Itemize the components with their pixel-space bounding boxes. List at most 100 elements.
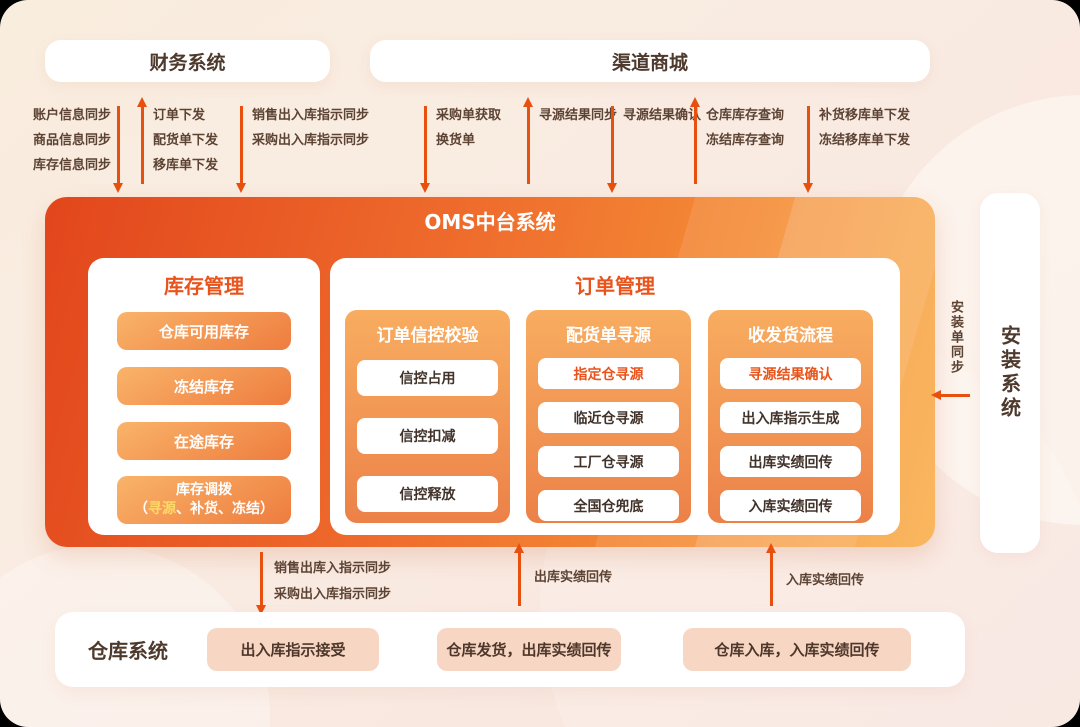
arrow-down-icon bbox=[803, 106, 813, 193]
finance-system-box: 财务系统 bbox=[45, 40, 330, 82]
io-instruction-generate-item: 出入库指示生成 bbox=[720, 402, 861, 433]
item-label: 临近仓寻源 bbox=[573, 410, 644, 427]
designated-warehouse-sourcing-item: 指定仓寻源 bbox=[538, 358, 679, 389]
item-label: 仓库入库，入库实绩回传 bbox=[714, 641, 880, 659]
flow-labels-purchase-order: 采购单获取 换货单 bbox=[436, 103, 501, 153]
arrow-up-icon bbox=[690, 97, 700, 184]
flow-label: 销售出库入指示同步 bbox=[274, 561, 392, 576]
factory-warehouse-sourcing-item: 工厂仓寻源 bbox=[538, 446, 679, 477]
nearby-warehouse-sourcing-item: 临近仓寻源 bbox=[538, 402, 679, 433]
shipping-receiving-title: 收发货流程 bbox=[748, 326, 833, 346]
credit-occupy-item: 信控占用 bbox=[357, 360, 498, 396]
flow-labels-outbound-result: 出库实绩回传 bbox=[534, 565, 612, 590]
text: 、补货、冻结） bbox=[176, 501, 274, 517]
arrow-up-icon bbox=[523, 97, 533, 184]
inventory-item-label: 仓库可用库存 bbox=[158, 322, 249, 341]
item-label: 指定仓寻源 bbox=[573, 366, 644, 383]
inventory-item-stock-transfer: 库存调拨 （寻源、补货、冻结） bbox=[117, 476, 291, 524]
item-label: 信控占用 bbox=[399, 371, 456, 387]
flow-label: 换货单 bbox=[436, 133, 476, 148]
shipping-receiving-column: 收发货流程 寻源结果确认 出入库指示生成 出库实绩回传 入库实绩回传 bbox=[708, 310, 873, 523]
warehouse-system-box: 仓库系统 出入库指示接受 仓库发货，出库实绩回传 仓库入库，入库实绩回传 bbox=[55, 612, 965, 687]
install-order-sync-label: 安装单同步 bbox=[948, 300, 963, 375]
allocation-sourcing-column: 配货单寻源 指定仓寻源 临近仓寻源 工厂仓寻源 全国仓兜底 bbox=[526, 310, 691, 523]
flow-label: 库存信息同步 bbox=[33, 158, 112, 173]
item-label: 寻源结果确认 bbox=[748, 366, 833, 383]
credit-check-column: 订单信控校验 信控占用 信控扣减 信控释放 bbox=[345, 310, 510, 523]
flow-label: 采购单获取 bbox=[436, 108, 502, 123]
sourcing-result-confirm-item: 寻源结果确认 bbox=[720, 358, 861, 389]
inventory-item-label: 在途库存 bbox=[173, 432, 234, 451]
allocation-sourcing-title: 配货单寻源 bbox=[566, 326, 651, 346]
item-label: 出入库指示接受 bbox=[240, 641, 346, 659]
flow-label: 账户信息同步 bbox=[33, 108, 112, 123]
highlighted-text: 寻源 bbox=[148, 501, 176, 517]
order-management-panel: 订单管理 订单信控校验 信控占用 信控扣减 信控释放 配货单寻源 指定仓寻源 临… bbox=[330, 258, 900, 535]
arrow-up-icon bbox=[137, 97, 147, 184]
oms-platform-box: OMS中台系统 库存管理 仓库可用库存 冻结库存 在途库存 库存调拨 （寻源、补… bbox=[45, 197, 935, 547]
item-label: 出入库指示生成 bbox=[741, 410, 840, 427]
credit-check-title: 订单信控校验 bbox=[376, 326, 479, 346]
item-label: 出库实绩回传 bbox=[748, 454, 833, 471]
warehouse-system-title: 仓库系统 bbox=[88, 639, 168, 663]
item-label: 入库实绩回传 bbox=[748, 498, 833, 515]
flow-label: 商品信息同步 bbox=[33, 133, 112, 148]
item-label: 仓库发货，出库实绩回传 bbox=[446, 641, 612, 659]
inventory-item-frozen-stock: 冻结库存 bbox=[117, 367, 291, 405]
item-label: 信控扣减 bbox=[399, 429, 456, 445]
io-instruction-accept-item: 出入库指示接受 bbox=[207, 628, 379, 671]
flow-label: 冻结移库单下发 bbox=[819, 133, 911, 148]
inventory-item-label: 库存调拨 bbox=[176, 482, 232, 498]
inventory-management-panel: 库存管理 仓库可用库存 冻结库存 在途库存 库存调拨 （寻源、补货、冻结） bbox=[88, 258, 320, 535]
national-warehouse-fallback-item: 全国仓兜底 bbox=[538, 490, 679, 521]
flow-label: 出库实绩回传 bbox=[534, 570, 613, 585]
arrow-up-icon bbox=[514, 543, 524, 606]
oms-title: OMS中台系统 bbox=[424, 210, 556, 234]
arrow-down-icon bbox=[236, 106, 246, 193]
item-label: 信控释放 bbox=[399, 487, 456, 503]
channel-mall-box: 渠道商城 bbox=[370, 40, 930, 82]
arrow-down-icon bbox=[113, 106, 123, 193]
warehouse-receive-item: 仓库入库，入库实绩回传 bbox=[683, 628, 911, 671]
flow-label: 冻结库存查询 bbox=[706, 133, 785, 148]
credit-release-item: 信控释放 bbox=[357, 476, 498, 512]
arrow-up-icon bbox=[766, 543, 776, 606]
flow-label: 仓库库存查询 bbox=[706, 108, 785, 123]
credit-deduct-item: 信控扣减 bbox=[357, 418, 498, 454]
flow-label: 寻源结果确认 bbox=[623, 108, 702, 123]
arrow-down-icon bbox=[607, 106, 617, 193]
flow-label: 配货单下发 bbox=[153, 133, 219, 148]
inventory-item-in-transit-stock: 在途库存 bbox=[117, 422, 291, 460]
flow-labels-io-instruction-sync: 销售出入库指示同步 采购出入库指示同步 bbox=[252, 103, 369, 153]
arrow-left-icon bbox=[931, 390, 970, 400]
install-system-box: 安装系统 bbox=[980, 193, 1040, 553]
text: （ bbox=[134, 501, 148, 517]
flow-labels-sourcing-result-confirm: 寻源结果确认 bbox=[623, 103, 701, 128]
flow-labels-warehouse-instruction-sync: 销售出库入指示同步 采购出入库指示同步 bbox=[274, 556, 391, 608]
order-panel-title: 订单管理 bbox=[575, 274, 655, 298]
arrow-down-icon bbox=[256, 552, 266, 615]
inventory-item-available-stock: 仓库可用库存 bbox=[117, 312, 291, 350]
flow-labels-order-dispatch: 订单下发 配货单下发 移库单下发 bbox=[153, 103, 218, 178]
flow-label: 订单下发 bbox=[153, 108, 206, 123]
flow-label: 销售出入库指示同步 bbox=[252, 108, 370, 123]
inventory-panel-title: 库存管理 bbox=[164, 274, 244, 298]
flow-labels-inbound-result: 入库实绩回传 bbox=[786, 568, 864, 593]
flow-labels-sourcing-result-sync: 寻源结果同步 bbox=[539, 103, 617, 128]
flow-label: 寻源结果同步 bbox=[539, 108, 618, 123]
flow-labels-transfer-dispatch: 补货移库单下发 冻结移库单下发 bbox=[819, 103, 910, 153]
flow-label: 入库实绩回传 bbox=[786, 573, 865, 588]
warehouse-ship-item: 仓库发货，出库实绩回传 bbox=[437, 628, 621, 671]
inbound-result-upload-item: 入库实绩回传 bbox=[720, 490, 861, 521]
arrow-down-icon bbox=[420, 106, 430, 193]
flow-label: 补货移库单下发 bbox=[819, 108, 911, 123]
flow-labels-stock-query: 仓库库存查询 冻结库存查询 bbox=[706, 103, 784, 153]
flow-label: 采购出入库指示同步 bbox=[274, 587, 392, 602]
finance-system-title: 财务系统 bbox=[149, 51, 226, 74]
flow-labels-account-sync: 账户信息同步 商品信息同步 库存信息同步 bbox=[33, 103, 111, 178]
flow-label: 采购出入库指示同步 bbox=[252, 133, 370, 148]
item-label: 全国仓兜底 bbox=[573, 498, 644, 515]
flow-label: 移库单下发 bbox=[153, 158, 219, 173]
outbound-result-upload-item: 出库实绩回传 bbox=[720, 446, 861, 477]
install-system-title: 安装系统 bbox=[997, 325, 1022, 421]
